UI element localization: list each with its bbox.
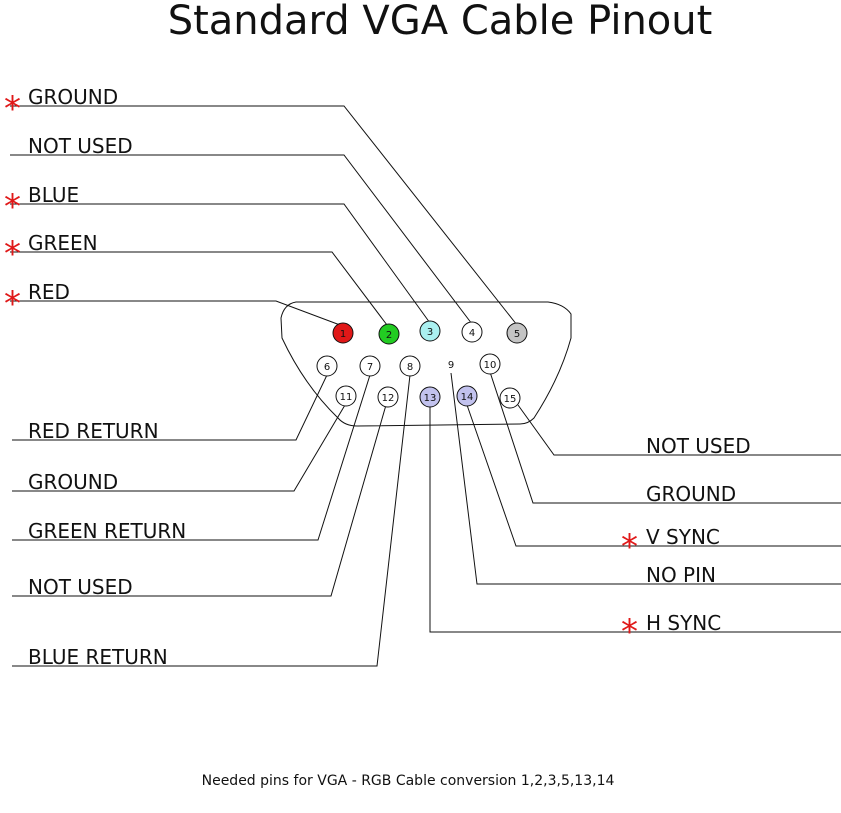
pin-4-number: 4 [469,328,475,339]
label-pin11: GROUND [28,470,118,494]
label-pin3: BLUE [28,183,79,207]
pin-14-number: 14 [461,392,474,403]
pin-8: 8 [399,355,421,377]
wire-pin10 [489,371,841,504]
label-pin10: GROUND [646,482,736,506]
wire-pin11 [12,404,346,492]
required-marker-pin2: * [4,234,21,274]
pin-13: 13 [419,386,441,408]
pin-10-number: 10 [484,360,497,371]
pin-13-number: 13 [424,393,437,404]
pin-7: 7 [359,355,381,377]
pin-5-number: 5 [514,329,520,340]
wire-pin3 [10,203,431,324]
label-pin7: GREEN RETURN [28,519,186,543]
pin-8-number: 8 [407,362,413,373]
pin-1-number: 1 [340,329,346,340]
connector-outline [280,301,572,427]
pin-9: 9 [448,360,454,371]
label-pin2: GREEN [28,231,98,255]
pin-7-number: 7 [367,362,373,373]
wire-pin12 [12,404,387,597]
wire-pin5 [10,105,518,326]
diagram-title: Standard VGA Cable Pinout [168,0,713,44]
pin-5: 5 [506,322,528,344]
required-marker-pin5: * [4,89,21,129]
label-pin9: NO PIN [646,563,716,587]
wire-pin13 [429,405,841,633]
signal-labels: GROUND NOT USED BLUE GREEN RED RED RETUR… [28,85,751,669]
required-markers: * * * * * * [4,89,638,652]
wire-pin6 [12,374,328,441]
pin-12-number: 12 [382,393,395,404]
wires [10,105,841,667]
label-pin15: NOT USED [646,434,751,458]
pin-14: 14 [456,385,478,407]
pin-12: 12 [377,386,399,408]
pin-10: 10 [479,353,501,375]
pin-15: 15 [499,387,521,409]
label-pin14: V SYNC [646,525,720,549]
label-pin13: H SYNC [646,611,721,635]
wire-pin15 [517,404,841,456]
required-marker-pin3: * [4,187,21,227]
wire-pin14 [466,404,841,547]
pin-15-number: 15 [504,394,517,405]
pins: 1 2 3 4 5 6 7 8 9 10 11 12 13 14 15 [316,320,528,409]
wire-pin7 [12,374,371,541]
footnote: Needed pins for VGA - RGB Cable conversi… [202,773,615,789]
wire-pin8 [12,374,411,667]
wire-pin4 [10,154,473,325]
label-pin4: NOT USED [28,134,133,158]
pin-6: 6 [316,355,338,377]
wire-pin2 [10,251,388,326]
pin-3-number: 3 [427,327,433,338]
pin-1: 1 [332,322,354,344]
label-pin5: GROUND [28,85,118,109]
label-pin8: BLUE RETURN [28,645,168,669]
required-marker-pin1: * [4,284,21,324]
pin-2-number: 2 [386,330,392,341]
wire-pin9 [450,372,841,585]
pin-11-number: 11 [340,392,353,403]
pin-9-number: 9 [448,360,454,371]
label-pin12: NOT USED [28,575,133,599]
label-pin6: RED RETURN [28,419,159,443]
pin-6-number: 6 [324,362,330,373]
required-marker-pin13: * [621,612,638,652]
pin-3: 3 [419,320,441,342]
pin-4: 4 [461,321,483,343]
wire-pin1 [10,300,341,326]
required-marker-pin14: * [621,527,638,567]
pin-2: 2 [378,323,400,345]
label-pin1: RED [28,280,70,304]
pin-11: 11 [335,385,357,407]
